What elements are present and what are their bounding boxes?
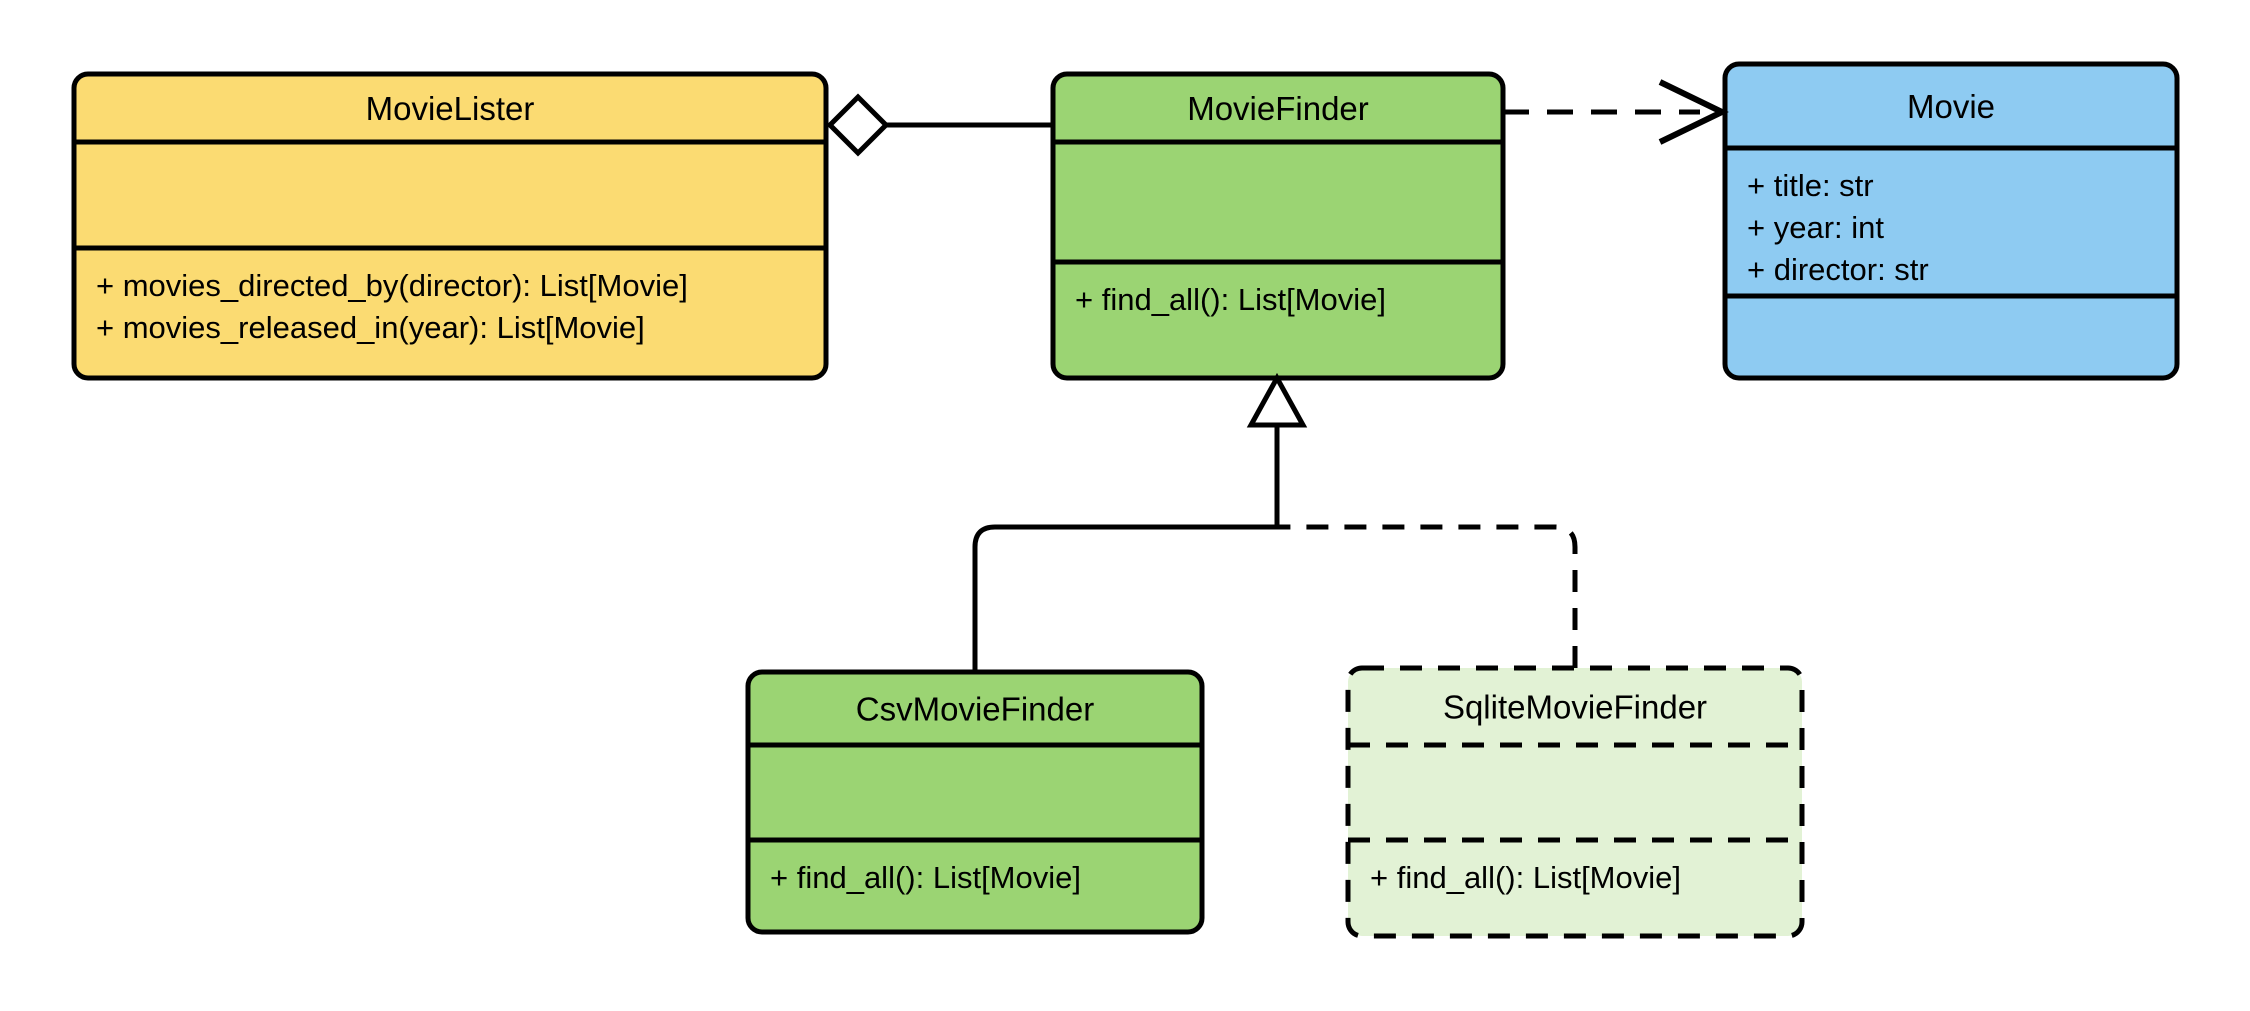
class-attribute-movie-2: + director: str (1747, 252, 1929, 287)
class-box-movie[interactable] (1722, 61, 2180, 381)
class-layer: MovieLister + movies_directed_by(directo… (71, 61, 2180, 939)
class-attribute-movie-0: + title: str (1747, 168, 1874, 203)
class-method-movie-lister-1: + movies_released_in(year): List[Movie] (96, 310, 645, 345)
class-box-movie-lister[interactable] (71, 71, 829, 381)
class-box-sqlite-movie-finder[interactable] (1345, 665, 1805, 939)
class-movie-lister[interactable]: MovieLister + movies_directed_by(directo… (71, 71, 829, 381)
marker-layer (826, 79, 1729, 428)
generalization-edge-sqlite-movie-finder[interactable] (1277, 524, 1578, 668)
class-movie[interactable]: Movie + title: str + year: int + directo… (1722, 61, 2180, 381)
aggregation-diamond-icon (826, 93, 890, 157)
class-title-sqlite-movie-finder: SqliteMovieFinder (1443, 688, 1707, 725)
class-title-movie: Movie (1907, 88, 1995, 125)
generalization-triangle-icon (1246, 372, 1308, 428)
class-method-movie-finder-0: + find_all(): List[Movie] (1075, 282, 1386, 317)
class-method-movie-lister-0: + movies_directed_by(director): List[Mov… (96, 268, 688, 303)
class-method-sqlite-movie-finder-0: + find_all(): List[Movie] (1370, 860, 1681, 895)
class-attribute-movie-1: + year: int (1747, 210, 1884, 245)
class-movie-finder[interactable]: MovieFinder + find_all(): List[Movie] (1050, 71, 1506, 381)
class-box-csv-movie-finder[interactable] (745, 669, 1205, 935)
class-method-csv-movie-finder-0: + find_all(): List[Movie] (770, 860, 1081, 895)
relationship-layer (886, 109, 1700, 672)
class-title-movie-lister: MovieLister (366, 90, 535, 127)
class-csv-movie-finder[interactable]: CsvMovieFinder + find_all(): List[Movie] (745, 669, 1205, 935)
dependency-arrow-icon (1658, 79, 1729, 145)
class-title-movie-finder: MovieFinder (1187, 90, 1369, 127)
class-title-csv-movie-finder: CsvMovieFinder (856, 690, 1094, 727)
class-sqlite-movie-finder[interactable]: SqliteMovieFinder + find_all(): List[Mov… (1345, 665, 1805, 939)
generalization-edge-csv-movie-finder[interactable] (972, 425, 1280, 672)
